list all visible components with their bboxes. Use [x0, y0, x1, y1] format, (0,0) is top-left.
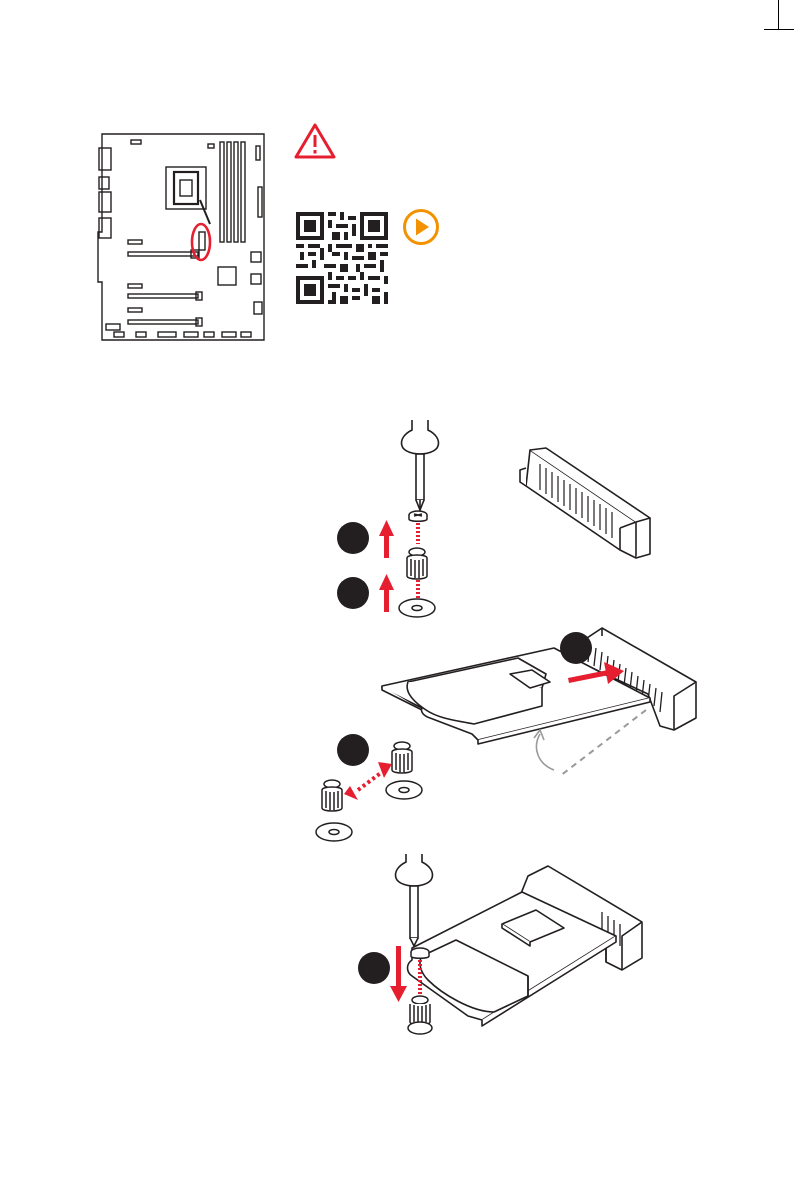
video-play-icon[interactable]	[402, 208, 440, 246]
step-badge-2	[337, 577, 369, 609]
qr-code-icon	[296, 212, 388, 304]
move-standoff-step	[308, 732, 434, 848]
step-badge-5	[358, 952, 390, 984]
step-badge-1	[337, 522, 369, 554]
warning-triangle-icon	[293, 122, 337, 160]
remove-screw-step	[330, 418, 450, 628]
crop-mark-horizontal	[764, 29, 794, 30]
secure-screw-step	[352, 852, 662, 1042]
step-badge-3	[560, 632, 592, 664]
m2-connector-icon	[516, 446, 660, 564]
crop-mark-vertical	[778, 0, 779, 30]
motherboard-layout-icon	[96, 132, 268, 344]
step-badge-4	[337, 734, 369, 766]
m2-slot-highlight	[192, 224, 210, 260]
